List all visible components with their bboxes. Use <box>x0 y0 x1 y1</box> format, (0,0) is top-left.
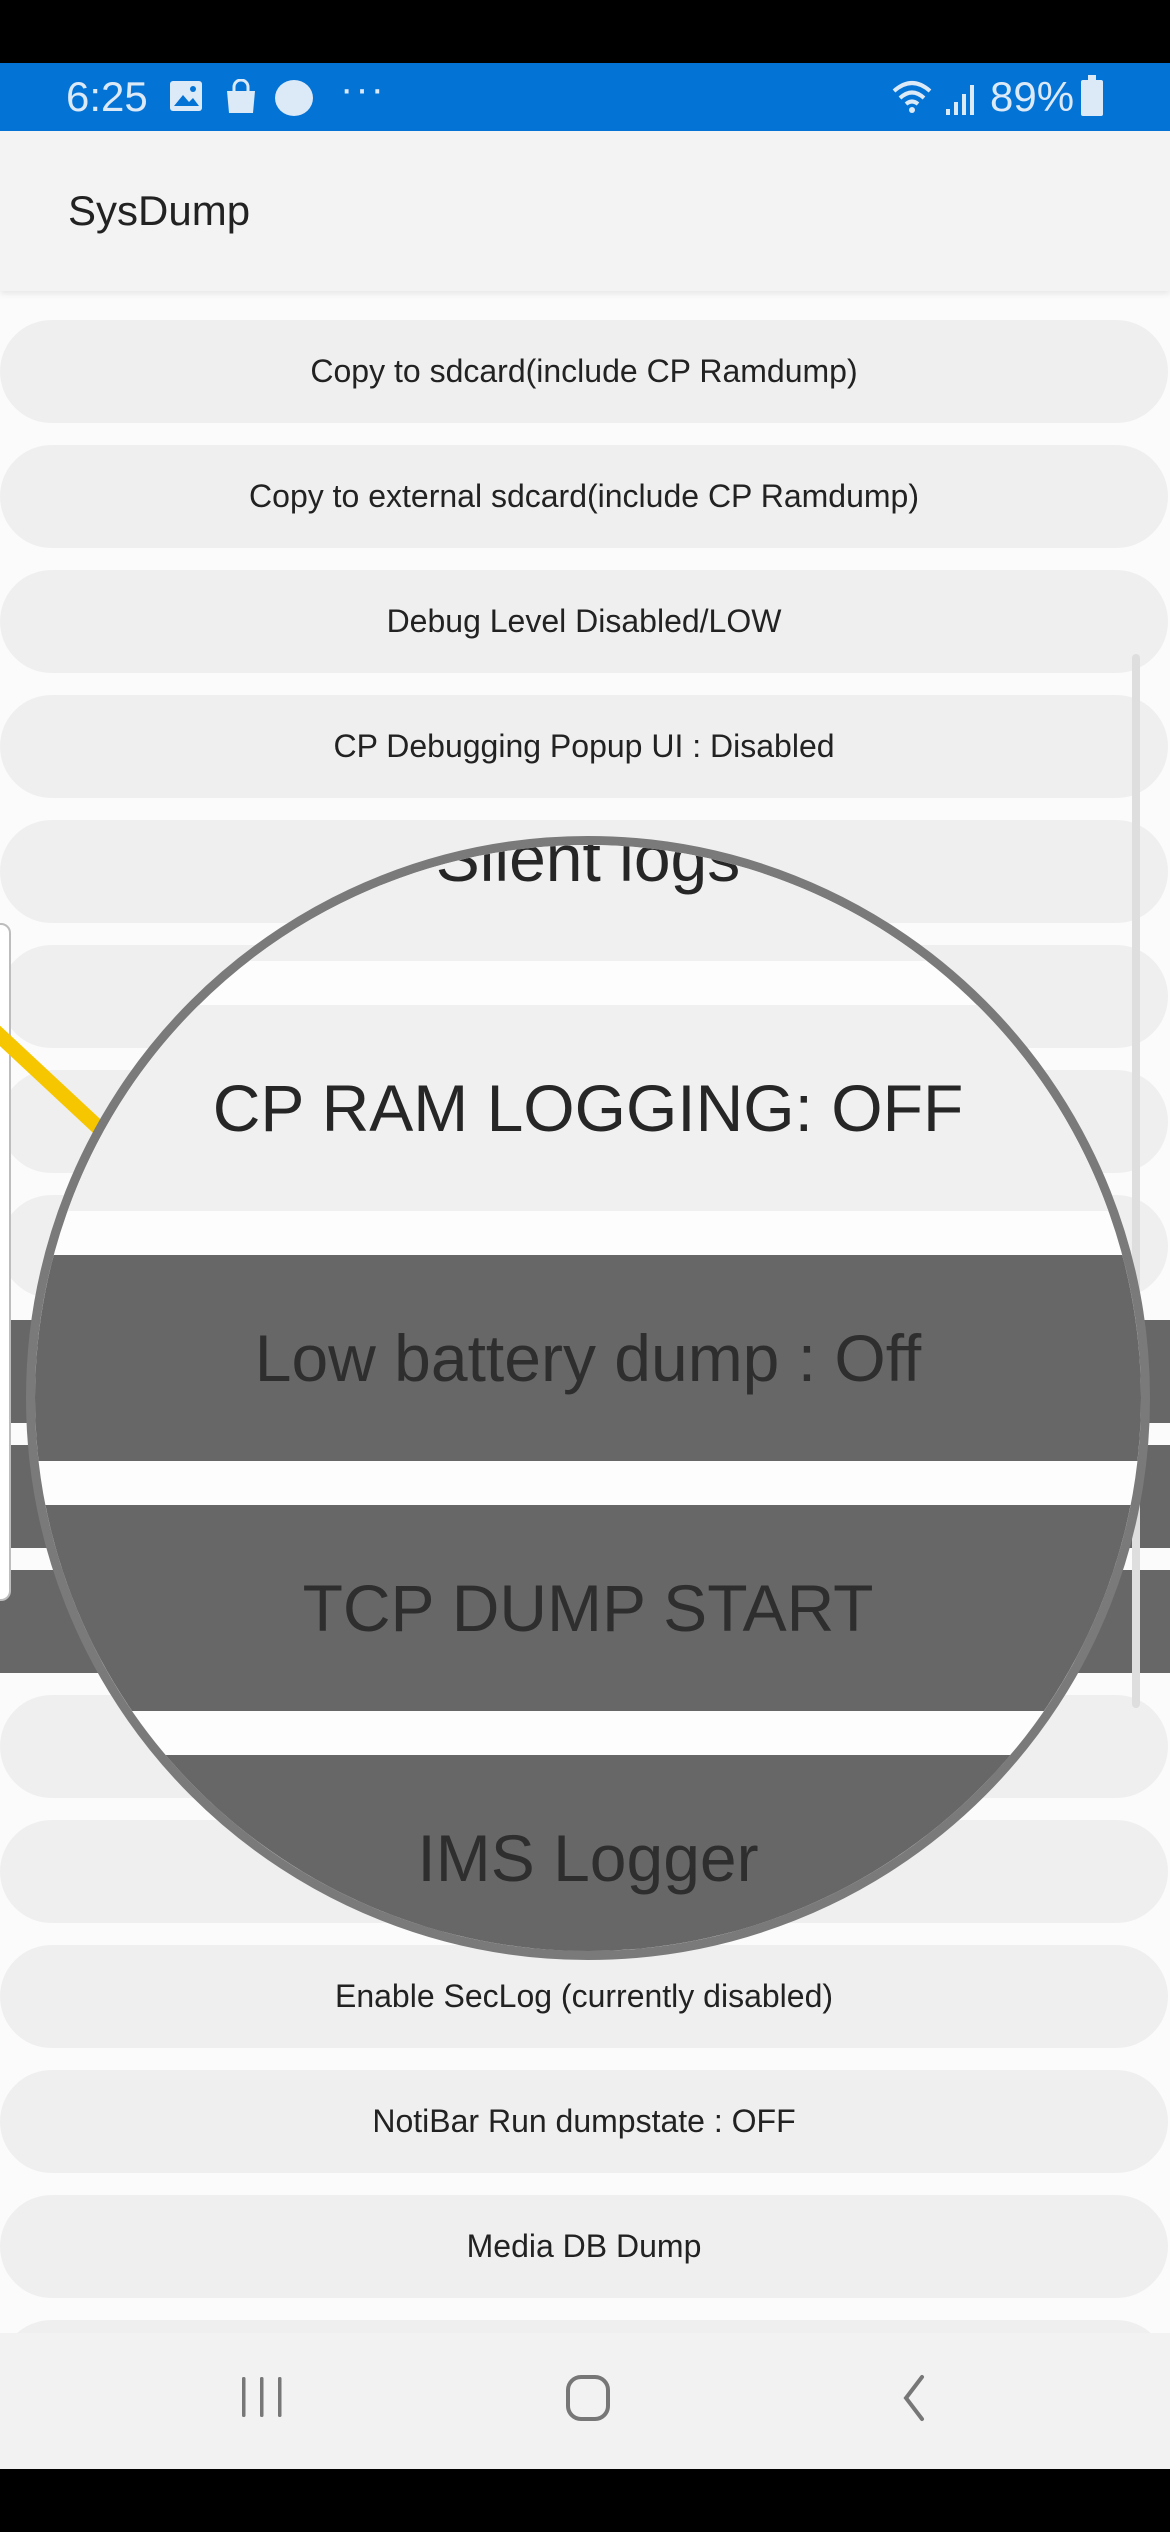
button-cp-debugging-popup-ui-disabled[interactable]: CP Debugging Popup UI : Disabled <box>0 695 1168 798</box>
button-media-db-dump[interactable]: Media DB Dump <box>0 2195 1168 2298</box>
status-bar: 6:25 ··· 89% <box>0 63 1170 131</box>
app-circle-icon <box>275 80 313 116</box>
button-label: TCP DUMP START <box>302 1571 874 1645</box>
app-bar: SysDump <box>0 131 1170 291</box>
button-label: Debug Level Disabled/LOW <box>386 603 782 639</box>
button-copy-to-external-sdcard-include-cp-ramdump[interactable]: Copy to external sdcard(include CP Ramdu… <box>0 445 1168 548</box>
button-label: Silent logs <box>435 836 741 895</box>
page-title: SysDump <box>68 187 251 234</box>
battery-icon <box>1081 75 1103 116</box>
button-label: Enable SecLog (currently disabled) <box>334 1978 834 2014</box>
button-label: CP RAM LOGGING: OFF <box>212 1071 964 1145</box>
home-icon[interactable] <box>564 2373 614 2423</box>
signal-icon <box>946 85 974 115</box>
button-enable-seclog-currently-disabled[interactable]: Enable SecLog (currently disabled) <box>0 1945 1168 2048</box>
battery-percent: 89% <box>990 73 1075 120</box>
button-label: Copy to external sdcard(include CP Ramdu… <box>249 478 919 514</box>
button-item-16[interactable] <box>0 2320 1168 2333</box>
button-label: NotiBar Run dumpstate : OFF <box>372 2103 796 2139</box>
button-label: Low battery dump : Off <box>254 1321 922 1395</box>
recents-icon[interactable] <box>238 2373 286 2421</box>
button-debug-level-disabled-low[interactable]: Debug Level Disabled/LOW <box>0 570 1168 673</box>
magnified-button-cp-ram-logging[interactable]: CP RAM LOGGING: OFF <box>35 1005 1141 1211</box>
gallery-icon <box>170 81 202 111</box>
navigation-bar <box>0 2333 1170 2469</box>
side-panel-edge <box>0 923 11 1601</box>
magnified-button-ims-logger[interactable]: IMS Logger <box>35 1755 1141 1951</box>
magnified-button-tcp-dump-start[interactable]: TCP DUMP START <box>35 1505 1141 1711</box>
button-label: Media DB Dump <box>466 2228 702 2264</box>
wifi-icon <box>892 81 932 113</box>
button-copy-to-sdcard-include-cp-ramdump[interactable]: Copy to sdcard(include CP Ramdump) <box>0 320 1168 423</box>
status-time: 6:25 <box>66 73 148 120</box>
back-icon[interactable] <box>896 2373 932 2423</box>
magnified-button-silent-logs[interactable]: Silent logs <box>35 836 1141 961</box>
button-notibar-run-dumpstate-off[interactable]: NotiBar Run dumpstate : OFF <box>0 2070 1168 2173</box>
button-label: Copy to sdcard(include CP Ramdump) <box>310 353 858 389</box>
button-label: IMS Logger <box>417 1821 759 1895</box>
magnified-button-low-battery-dump[interactable]: Low battery dump : Off <box>35 1255 1141 1461</box>
more-notifications: ··· <box>340 67 386 111</box>
magnifier-callout: Silent logs CP RAM LOGGING: OFF Low batt… <box>26 836 1150 1960</box>
shopping-bag-icon <box>227 79 255 113</box>
button-label: CP Debugging Popup UI : Disabled <box>333 728 835 764</box>
